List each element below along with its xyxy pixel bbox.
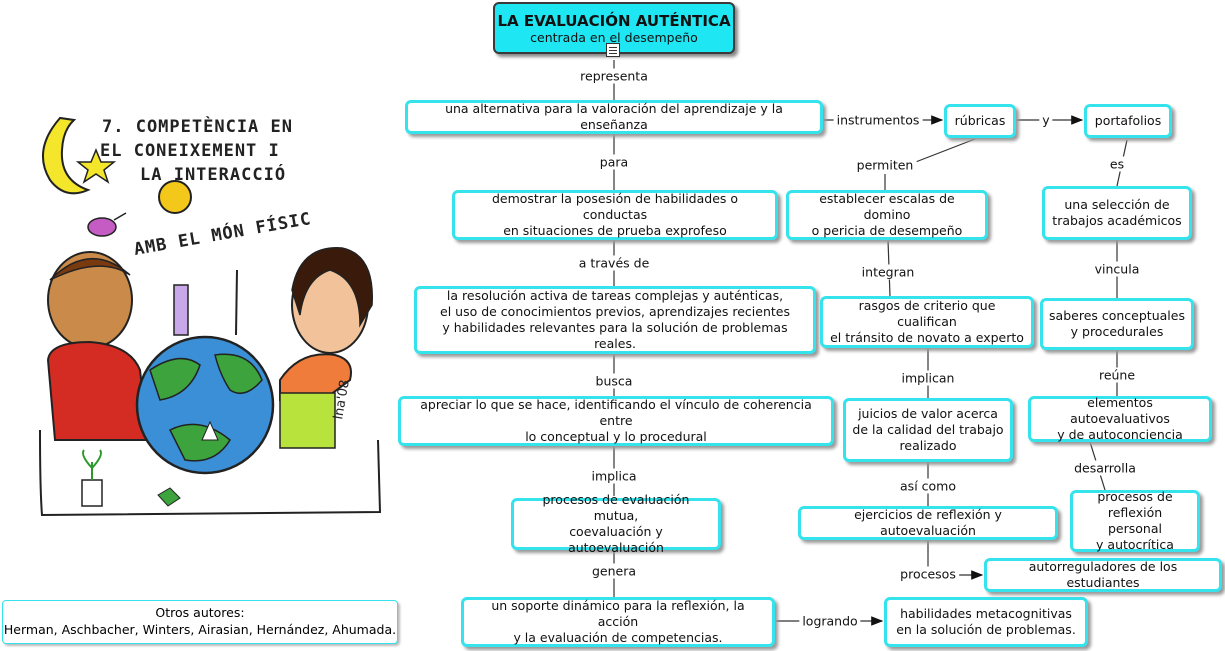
link-implican: implican bbox=[898, 370, 958, 386]
node-text-line: la resolución activa de tareas complejas… bbox=[446, 287, 784, 303]
link-para: para bbox=[596, 154, 632, 170]
node-juicios: juicios de valor acerca de la calidad de… bbox=[843, 398, 1013, 462]
node-resolucion: la resolución activa de tareas complejas… bbox=[414, 286, 816, 354]
authors-names: Herman, Aschbacher, Winters, Airasian, H… bbox=[3, 622, 397, 637]
node-seleccion: una selección de trabajos académicos bbox=[1042, 186, 1192, 240]
node-reflexion: procesos de reflexión personal y autocrí… bbox=[1070, 488, 1200, 553]
illustration-line: AMB EL MÓN FÍSIC bbox=[132, 207, 313, 260]
illustration-line: 7. COMPETÈNCIA EN bbox=[102, 115, 293, 137]
node-text-line: el tránsito de novato a experto bbox=[830, 330, 1024, 346]
root-title: LA EVALUACIÓN AUTÉNTICA bbox=[497, 11, 731, 30]
node-text-line: y de autoconciencia bbox=[1057, 427, 1183, 443]
node-rubricas-text: rúbricas bbox=[954, 112, 1006, 128]
node-rasgos: rasgos de criterio que cualifican el trá… bbox=[820, 296, 1034, 348]
root-subtitle: centrada en el desempeño bbox=[530, 29, 698, 45]
node-text-line: saberes conceptuales bbox=[1049, 307, 1185, 323]
node-elementos: elementos autoevaluativos y de autoconci… bbox=[1028, 394, 1212, 443]
link-representa: representa bbox=[577, 68, 651, 84]
illustration-line: EL CONEIXEMENT I bbox=[100, 141, 280, 161]
link-instrumentos: instrumentos bbox=[833, 112, 923, 128]
node-alternativa-text: una alternativa para la valoración del a… bbox=[445, 100, 783, 132]
link-busca: busca bbox=[592, 373, 636, 389]
node-habilidades: habilidades metacognitivas en la solució… bbox=[884, 597, 1088, 647]
node-portafolios-text: portafolios bbox=[1094, 112, 1162, 128]
node-ejercicios: ejercicios de reflexión y autoevaluación bbox=[798, 506, 1058, 540]
node-text-line: rasgos de criterio que cualifican bbox=[858, 297, 996, 329]
link-permiten: permiten bbox=[853, 157, 917, 173]
node-text-line: en la solución de problemas. bbox=[896, 622, 1076, 637]
node-text-line: en situaciones de prueba exprofeso bbox=[503, 223, 727, 239]
node-autorreguladores: autorreguladores de los estudiantes bbox=[984, 558, 1222, 592]
node-text-line: y habilidades relevantes para la solució… bbox=[442, 320, 788, 352]
node-text-line: coevaluación y autoevaluación bbox=[568, 524, 664, 556]
link-desarrolla: desarrolla bbox=[1071, 460, 1139, 476]
node-autorreguladores-text: autorreguladores de los estudiantes bbox=[1028, 558, 1178, 590]
svg-text:lna'08: lna'08 bbox=[331, 379, 353, 421]
node-text-line: trabajos académicos bbox=[1052, 213, 1182, 228]
node-text-line: establecer escalas de domino bbox=[819, 190, 955, 222]
node-demostrar: demostrar la posesión de habilidades o c… bbox=[452, 190, 778, 240]
node-text-line: y la evaluación de competencias. bbox=[513, 630, 723, 646]
authors-note: Otros autores: Herman, Aschbacher, Winte… bbox=[2, 600, 398, 644]
link-procesos: procesos bbox=[897, 566, 959, 582]
link-a-traves-de: a través de bbox=[575, 255, 653, 271]
link-genera: genera bbox=[588, 563, 640, 579]
node-text-line: o pericia de desempeño bbox=[811, 223, 963, 239]
link-es: es bbox=[1106, 156, 1128, 172]
node-text-line: elementos autoevaluativos bbox=[1070, 394, 1170, 426]
node-text-line: juicios de valor acerca bbox=[858, 405, 998, 421]
link-integran: integran bbox=[858, 264, 918, 280]
link-asi-como: así como bbox=[897, 478, 959, 494]
node-portafolios: portafolios bbox=[1084, 104, 1172, 138]
node-text-line: de la calidad del trabajo bbox=[852, 421, 1004, 437]
node-rubricas: rúbricas bbox=[944, 104, 1016, 138]
node-alternativa: una alternativa para la valoración del a… bbox=[405, 100, 823, 134]
node-text-line: lo conceptual y lo procedural bbox=[525, 429, 707, 445]
node-ejercicios-text: ejercicios de reflexión y autoevaluación bbox=[854, 506, 1002, 538]
node-text-line: y procedurales bbox=[1070, 324, 1164, 339]
node-apreciar: apreciar lo que se hace, identificando e… bbox=[398, 396, 834, 446]
link-y: y bbox=[1039, 112, 1053, 128]
node-text-line: y autocrítica bbox=[1096, 537, 1174, 553]
illustration-line: LA INTERACCIÓ bbox=[140, 163, 286, 185]
node-text-line: demostrar la posesión de habilidades o c… bbox=[491, 190, 739, 222]
link-reune: reúne bbox=[1095, 367, 1139, 383]
node-text-line: procesos de evaluación mutua, bbox=[542, 491, 690, 523]
node-text-line: reflexión personal bbox=[1107, 504, 1163, 536]
node-text-line: un soporte dinámico para la reflexión, l… bbox=[491, 597, 745, 629]
illustration: 7. COMPETÈNCIA EN EL CONEIXEMENT I LA IN… bbox=[30, 110, 395, 530]
illustration-drawing: 7. COMPETÈNCIA EN EL CONEIXEMENT I LA IN… bbox=[39, 115, 382, 517]
node-procesos-eval: procesos de evaluación mutua, coevaluaci… bbox=[511, 492, 721, 555]
node-text-line: realizado bbox=[899, 438, 957, 454]
authors-heading: Otros autores: bbox=[155, 605, 245, 621]
node-saberes: saberes conceptuales y procedurales bbox=[1040, 298, 1194, 350]
link-vincula: vincula bbox=[1091, 261, 1143, 277]
node-text-line: apreciar lo que se hace, identificando e… bbox=[420, 396, 812, 428]
link-implica: implica bbox=[588, 468, 640, 484]
node-text-line: habilidades metacognitivas bbox=[900, 605, 1072, 621]
node-soporte: un soporte dinámico para la reflexión, l… bbox=[461, 597, 775, 647]
link-logrando: logrando bbox=[799, 613, 861, 629]
node-text-line: procesos de bbox=[1097, 488, 1173, 504]
node-text-line: una selección de bbox=[1064, 196, 1170, 212]
node-text-line: el uso de conocimientos previos, aprendi… bbox=[440, 303, 790, 319]
resource-icon[interactable] bbox=[606, 43, 620, 57]
node-escalas: establecer escalas de domino o pericia d… bbox=[786, 190, 988, 240]
